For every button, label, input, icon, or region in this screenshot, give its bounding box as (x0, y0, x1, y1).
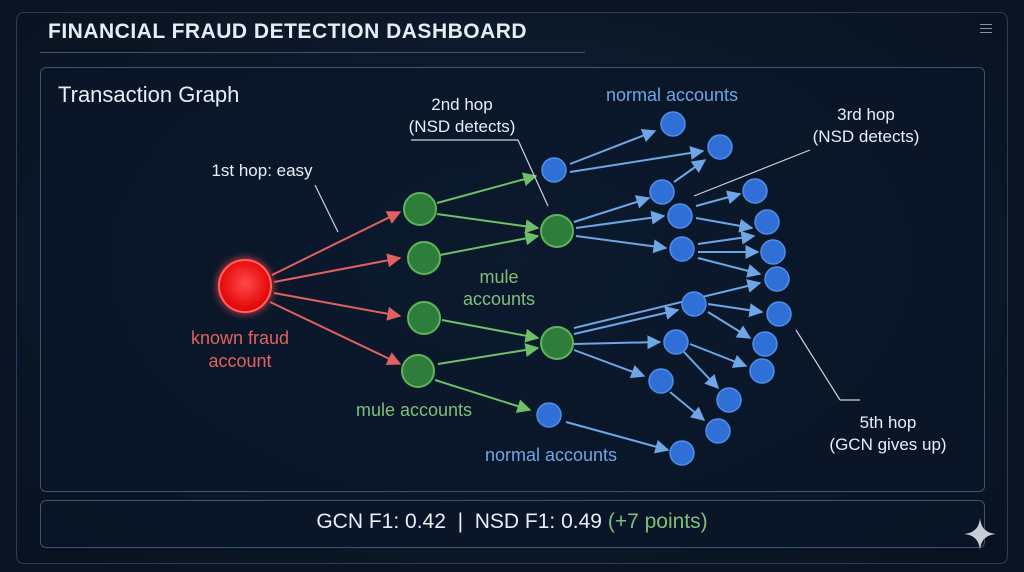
normal-bottom-label: normal accounts (485, 445, 617, 465)
mule-node-2[interactable] (407, 241, 441, 275)
hop3-label-line2: (NSD detects) (813, 127, 920, 146)
hop2-label-line1: 2nd hop (431, 95, 492, 114)
normal-node[interactable] (764, 266, 790, 292)
edge-fraud-to-mule-4 (269, 301, 402, 365)
normal-node[interactable] (667, 203, 693, 229)
metrics-text: GCN F1: 0.42 | NSD F1: 0.49 (+7 points) (0, 510, 1024, 534)
dashboard-title: FINANCIAL FRAUD DETECTION DASHBOARD (48, 20, 528, 43)
normal-node[interactable] (681, 291, 707, 317)
edge-fraud-to-mule-2 (273, 253, 402, 283)
metrics-separator: | (457, 510, 464, 533)
normal-top-label: normal accounts (606, 85, 738, 105)
gcn-f1: GCN F1: 0.42 (316, 510, 446, 533)
fraud-label-line1: known fraud (191, 328, 289, 348)
normal-node[interactable] (541, 157, 567, 183)
normal-node[interactable] (649, 179, 675, 205)
sparkle-icon (964, 518, 996, 550)
hop3-label-line1: 3rd hop (837, 105, 895, 124)
mule-node-4[interactable] (401, 354, 435, 388)
normal-node[interactable] (766, 301, 792, 327)
transaction-graph-panel (40, 67, 985, 492)
nsd-f1: NSD F1: 0.49 (474, 510, 602, 533)
edge-mule-3-to-hub-bottom (441, 319, 540, 343)
edge-fraud-to-mule-3 (273, 292, 402, 321)
edge-mule-1-to-normal (436, 172, 538, 204)
normal-node[interactable] (754, 209, 780, 235)
mule-top-label-line2: accounts (463, 289, 535, 309)
normal-node[interactable] (536, 402, 562, 428)
mule-top-label-line1: mule (479, 267, 518, 287)
normal-node[interactable] (760, 239, 786, 265)
mule-hub-top[interactable] (540, 214, 574, 248)
mule-node-1[interactable] (403, 192, 437, 226)
normal-node[interactable] (716, 387, 742, 413)
hop5-label-line2: (GCN gives up) (829, 435, 946, 454)
mule-bottom-label: mule accounts (356, 400, 472, 420)
known-fraud-node[interactable] (218, 259, 272, 313)
normal-node[interactable] (663, 329, 689, 355)
mule-node-3[interactable] (407, 301, 441, 335)
edge-fraud-to-mule-1 (271, 211, 402, 276)
mule-edges (434, 172, 540, 413)
metrics-footer (40, 500, 985, 548)
fraud-edges (269, 211, 402, 365)
hop5-label-line1: 5th hop (860, 413, 917, 432)
normal-node[interactable] (648, 368, 674, 394)
normal-node[interactable] (705, 418, 731, 444)
normal-node[interactable] (742, 178, 768, 204)
annotation-leaders (314, 139, 860, 401)
fraud-label-line2: account (208, 351, 271, 371)
mule-nodes (401, 192, 574, 388)
normal-node[interactable] (707, 134, 733, 160)
edge-mule-4-to-normal (434, 379, 532, 413)
mule-hub-bottom[interactable] (540, 326, 574, 360)
hop1-label: 1st hop: easy (211, 161, 313, 180)
normal-node[interactable] (669, 236, 695, 262)
hop2-label-line2: (NSD detects) (409, 117, 516, 136)
edge-mule-1-to-hub-top (436, 213, 540, 234)
normal-node[interactable] (660, 111, 686, 137)
title-divider (40, 52, 585, 53)
normal-edges (565, 129, 764, 454)
normal-node[interactable] (749, 358, 775, 384)
normal-nodes (536, 111, 792, 466)
edge-mule-2-to-hub-top (439, 231, 540, 256)
edge-mule-4-to-hub-bottom (437, 343, 540, 365)
normal-node[interactable] (669, 440, 695, 466)
panel-title: Transaction Graph (58, 82, 240, 107)
f1-gain: (+7 points) (607, 510, 708, 533)
menu-icon[interactable] (980, 24, 992, 34)
normal-node[interactable] (752, 331, 778, 357)
